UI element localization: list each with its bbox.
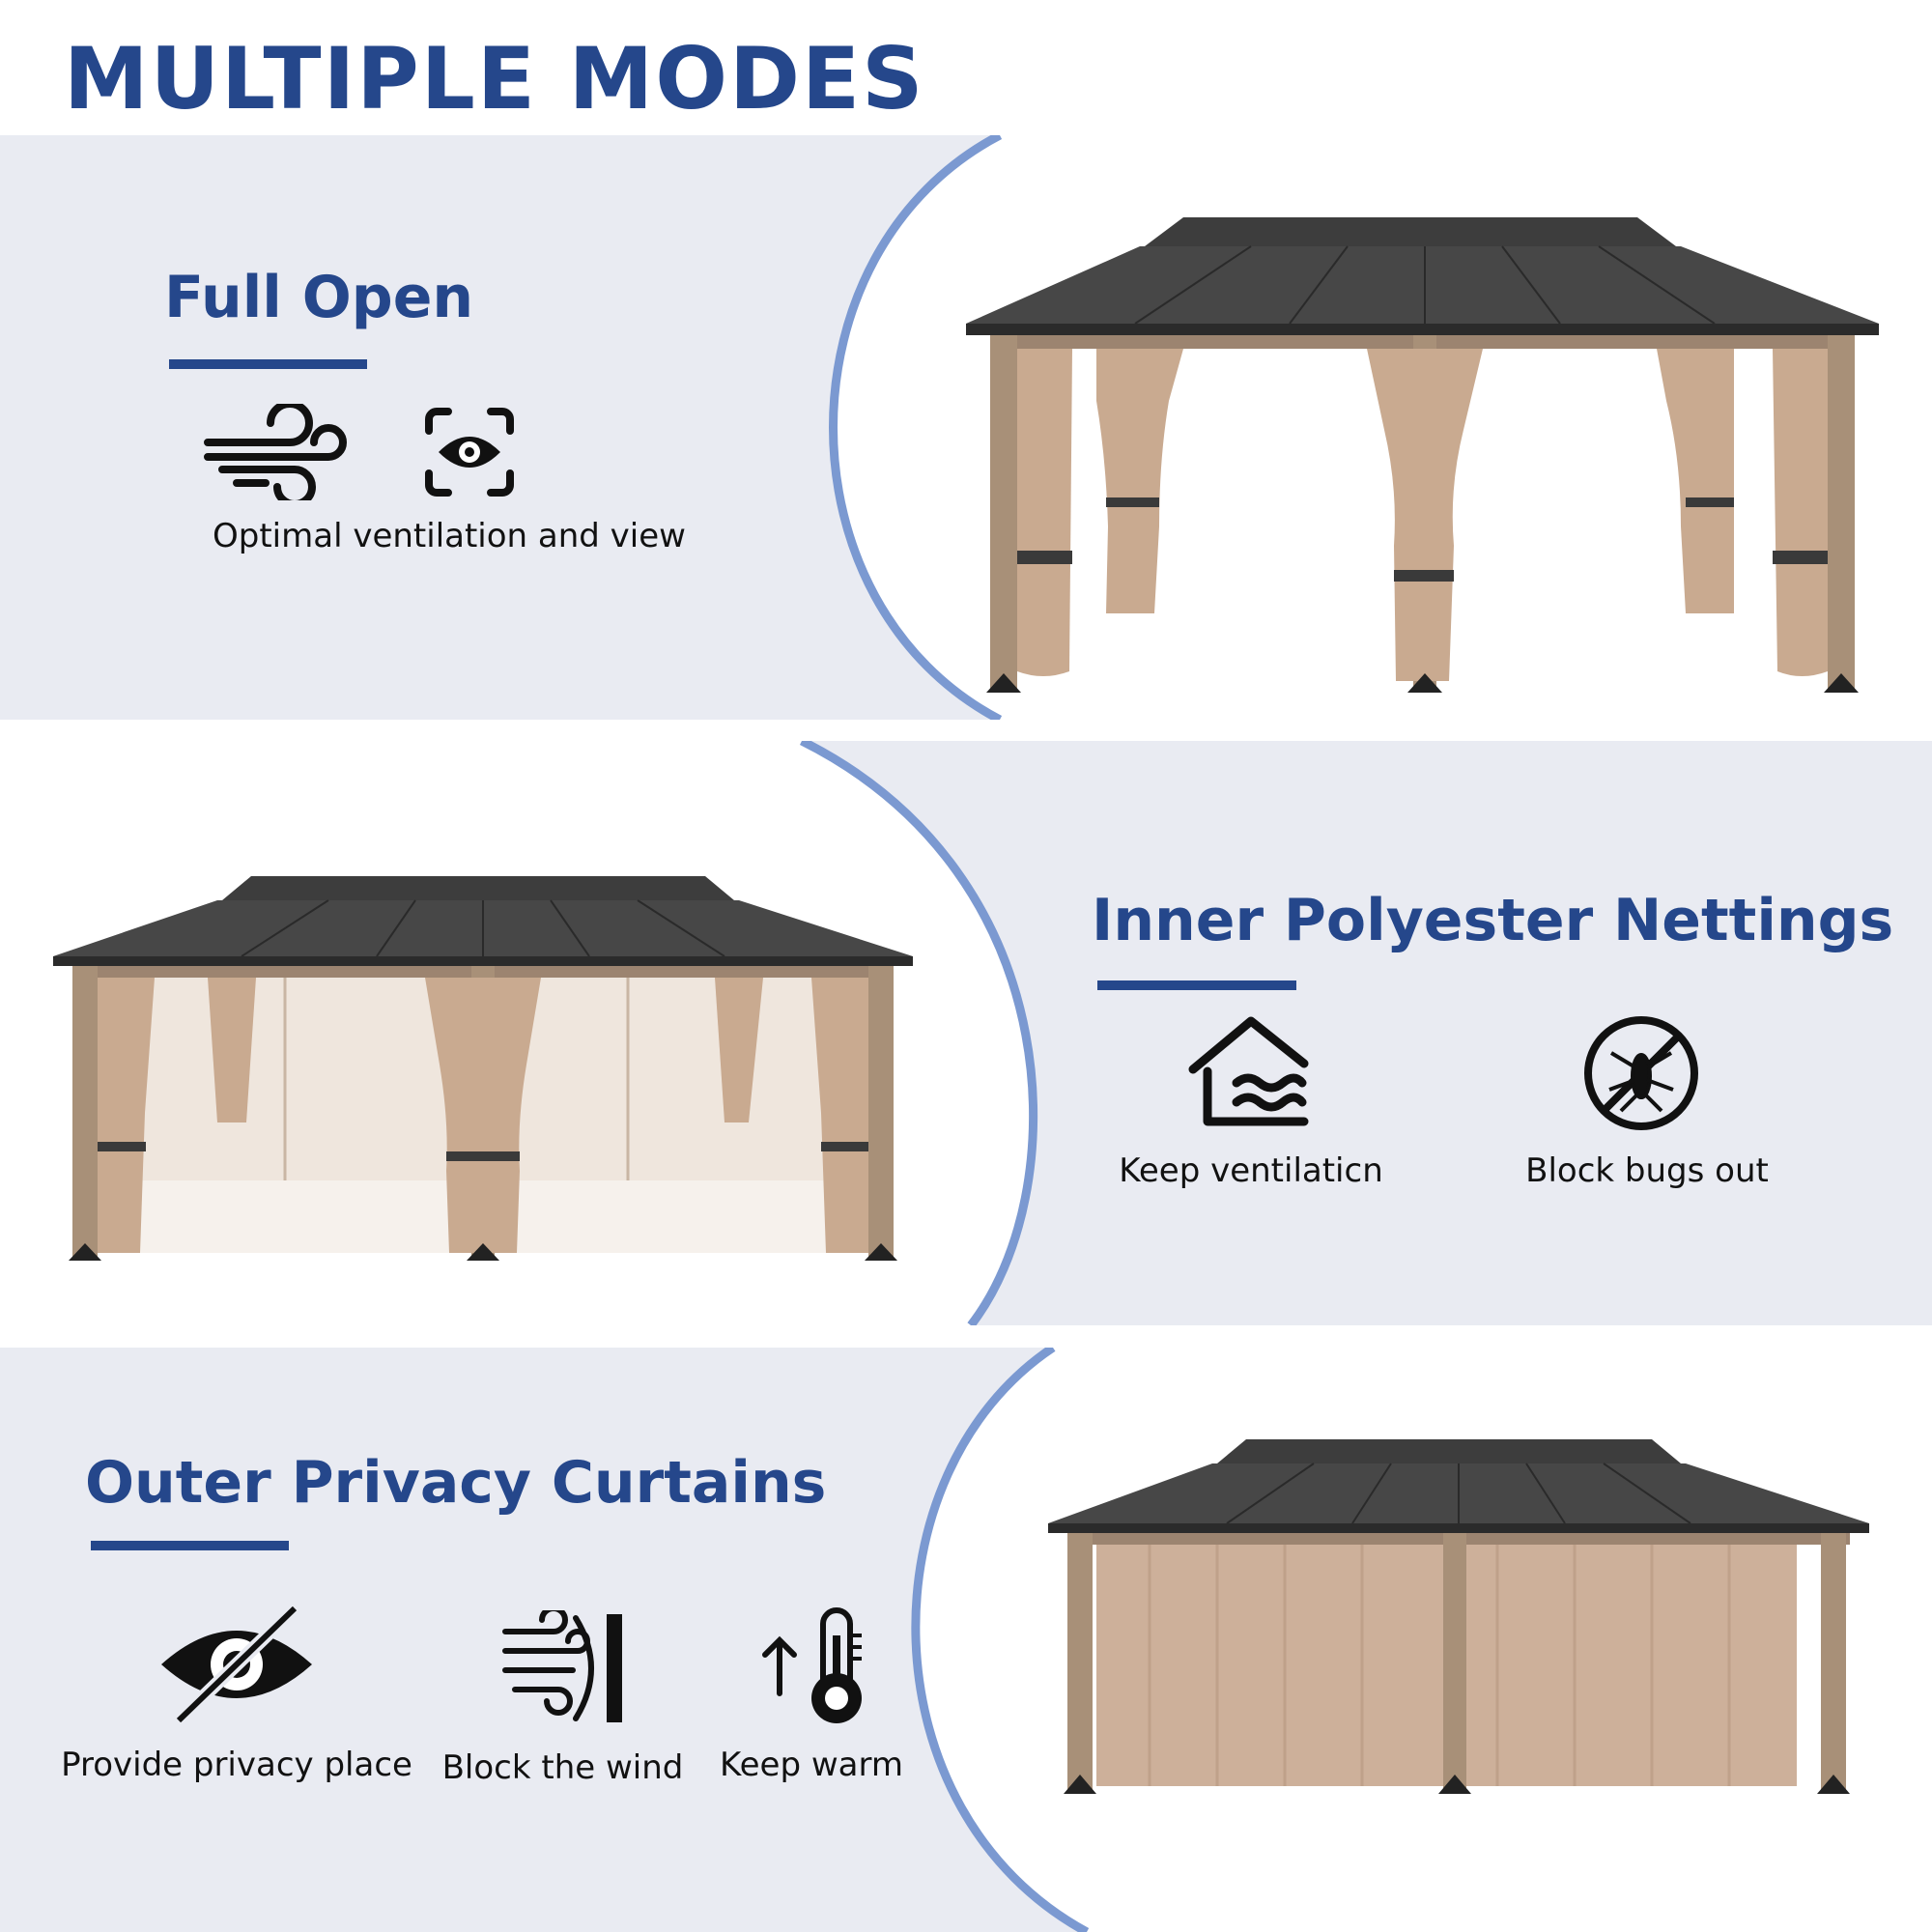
section-underline — [91, 1541, 289, 1550]
feature-privacy: Provide privacy place — [48, 1746, 425, 1784]
wind-icon — [204, 404, 347, 500]
mode-full-open: Full Open Optimal ventilation and view — [0, 135, 1932, 720]
feature-label: Block the wind — [441, 1748, 684, 1787]
panel-background — [0, 135, 1003, 720]
eye-focus-icon — [425, 408, 514, 497]
feature-label: Keep ventilaticn — [1119, 1151, 1383, 1190]
gazebo-full-open — [966, 217, 1879, 693]
thermometer-icon — [762, 1607, 862, 1723]
feature-keep-warm: Keep warm — [700, 1746, 923, 1784]
house-airflow-icon — [1188, 1016, 1309, 1126]
feature-label: Provide privacy place — [61, 1746, 412, 1784]
section-title-inner-nettings: Inner Polyester Nettings — [1092, 887, 1894, 954]
mode-outer-curtains: Outer Privacy Curtains Provide privac — [0, 1348, 1932, 1932]
feature-block-wind: Block the wind — [425, 1748, 700, 1787]
feature-block-bugs: Block bugs out — [1507, 1151, 1787, 1190]
section-title-outer-curtains: Outer Privacy Curtains — [85, 1449, 827, 1517]
page-title: MULTIPLE MODES — [64, 29, 925, 128]
no-mosquito-icon — [1584, 1016, 1698, 1130]
wind-block-icon — [502, 1610, 622, 1722]
panel-background — [0, 1348, 1090, 1932]
panel-background — [799, 741, 1932, 1325]
caption-label: Optimal ventilation and view — [213, 517, 686, 555]
mode-inner-nettings: Inner Polyester Nettings Keep ventilatic… — [0, 741, 1932, 1325]
feature-label: Block bugs out — [1525, 1151, 1769, 1190]
feature-label: Keep warm — [720, 1746, 903, 1784]
full-open-caption: Optimal ventilation and view — [213, 517, 686, 555]
gazebo-curtains-closed — [1048, 1439, 1869, 1794]
section-title-full-open: Full Open — [164, 264, 474, 331]
feature-keep-ventilation: Keep ventilaticn — [1111, 1151, 1391, 1190]
gazebo-netting-closed — [53, 876, 913, 1261]
eye-slash-icon — [161, 1606, 312, 1722]
section-underline — [169, 359, 367, 369]
section-underline — [1097, 980, 1296, 990]
